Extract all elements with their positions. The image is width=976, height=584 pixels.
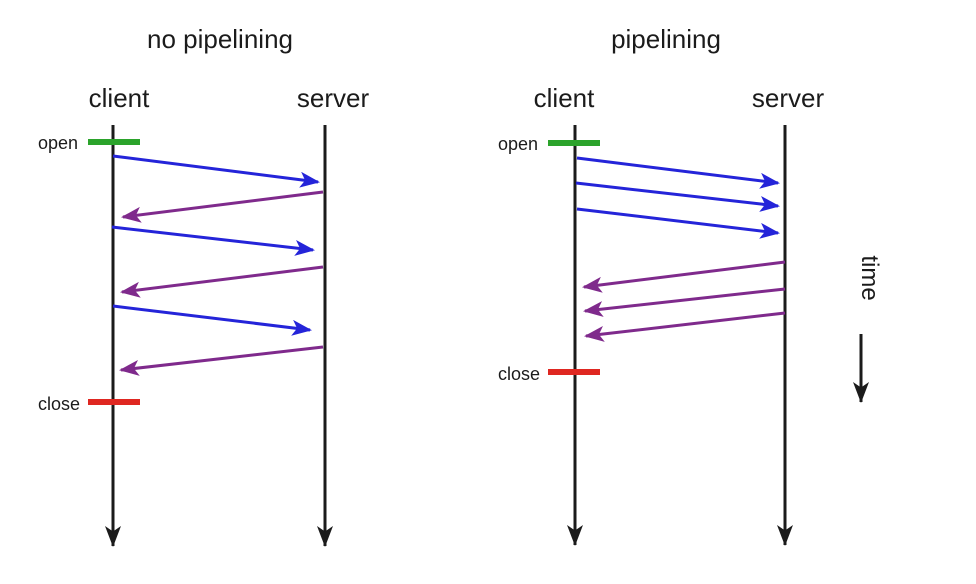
request-arrow-1 [112, 154, 320, 188]
request-arrow-3 [112, 304, 312, 336]
panel-title: no pipelining [147, 24, 293, 54]
open-label: open [38, 133, 78, 153]
request-arrow-1 [576, 156, 780, 189]
panel-no-pipelining: no pipelining client server open close [38, 24, 370, 547]
response-arrow-3 [119, 345, 324, 376]
time-axis-label: time [856, 255, 883, 300]
response-arrow-2 [120, 265, 324, 298]
client-label: client [534, 83, 595, 113]
response-arrow-1 [121, 190, 324, 223]
response-arrow-2 [583, 287, 786, 317]
request-arrow-2 [111, 225, 315, 256]
panel-pipelining: pipelining client server open close [498, 24, 825, 546]
open-label: open [498, 134, 538, 154]
time-axis: time [853, 255, 883, 403]
client-label: client [89, 83, 150, 113]
response-arrow-1 [582, 260, 786, 293]
request-arrow-3 [576, 207, 780, 239]
response-arrow-3 [584, 311, 786, 342]
server-label: server [297, 83, 370, 113]
server-label: server [752, 83, 825, 113]
close-label: close [38, 394, 80, 414]
request-arrow-2 [575, 181, 780, 212]
close-label: close [498, 364, 540, 384]
panel-title: pipelining [611, 24, 721, 54]
